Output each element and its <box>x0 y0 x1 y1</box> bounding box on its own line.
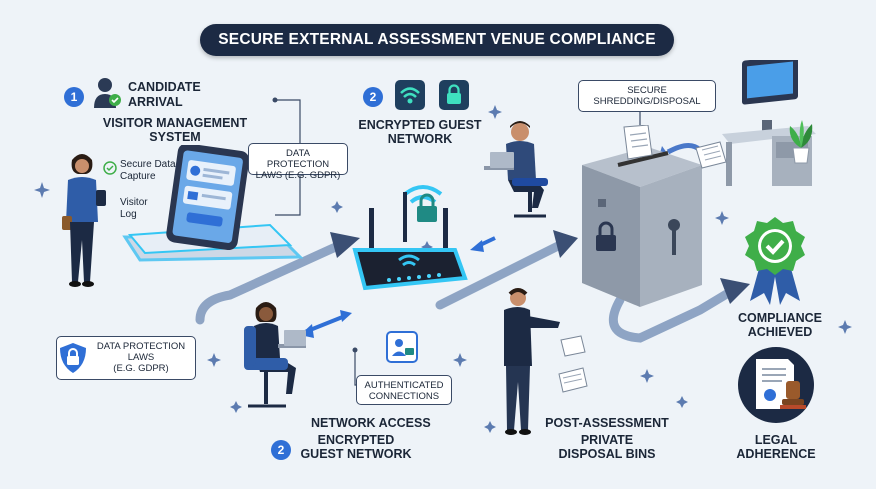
visitor-log-line1: Visitor <box>120 197 148 208</box>
gdpr-callout-left-line1: DATA PROTECTION <box>96 341 186 352</box>
candidate-woman-figure <box>62 154 106 287</box>
shredding-line2: SHREDDING/DISPOSAL <box>593 96 701 107</box>
person-check-icon <box>94 78 121 108</box>
gdpr-callout-top-line2: LAWS (E.G. GDPR) <box>255 170 341 181</box>
falling-papers-icon <box>558 335 588 393</box>
network-access-label: NETWORK ACCESS <box>311 416 431 430</box>
shield-lock-icon <box>60 343 86 373</box>
gdpr-callout-top-line1: DATA PROTECTION <box>266 148 330 170</box>
router-icon <box>352 185 468 291</box>
man-disposing-figure <box>504 288 560 435</box>
stamp-icon <box>780 381 806 409</box>
shredding-callout: SECURE SHREDDING/DISPOSAL <box>578 80 716 112</box>
secure-capture-line2: Capture <box>120 171 156 182</box>
woman-laptop-figure <box>244 302 306 408</box>
step1-label-line1: CANDIDATE <box>128 80 201 94</box>
legal-document-icon <box>738 347 814 423</box>
authenticated-user-icon <box>386 331 418 363</box>
legal-line1: LEGAL <box>754 433 798 447</box>
document-icon <box>623 125 653 160</box>
post-assessment-line3: DISPOSAL BINS <box>558 447 656 461</box>
disposal-bin-icon <box>582 125 702 307</box>
step-number-2-top: 2 <box>363 87 383 107</box>
step2-top-line1: ENCRYPTED GUEST <box>358 118 482 132</box>
post-assessment-line2: PRIVATE <box>580 433 634 447</box>
gdpr-callout-left-line3: (E.G. GDPR) <box>113 363 169 374</box>
step-number-1: 1 <box>64 87 84 107</box>
secure-capture-line1: Secure Data <box>120 159 176 170</box>
tablet-icon <box>122 145 304 262</box>
visitor-system-line2: SYSTEM <box>149 130 201 144</box>
post-assessment-line1: POST-ASSESSMENT <box>545 416 669 430</box>
step2-bottom-line1: ENCRYPTED <box>317 433 395 447</box>
plant-icon <box>789 120 813 164</box>
gdpr-callout-top: DATA PROTECTION LAWS (E.G. GDPR) <box>248 143 348 181</box>
compliance-line2: ACHIEVED <box>747 325 813 339</box>
lock-icon <box>439 80 469 110</box>
visitor-log-line2: Log <box>120 209 137 220</box>
shredding-line1: SECURE <box>627 85 667 96</box>
man-laptop-figure <box>484 121 548 218</box>
gdpr-callout-left-line2: LAWS <box>127 352 155 363</box>
certificate-badge-icon <box>745 217 805 305</box>
page-title: SECURE EXTERNAL ASSESSMENT VENUE COMPLIA… <box>200 24 674 56</box>
visitor-system-line1: VISITOR MANAGEMENT <box>102 116 248 130</box>
wifi-icon <box>395 80 425 110</box>
step-number-2-bottom: 2 <box>271 440 291 460</box>
paper-stack-icon <box>695 141 727 169</box>
check-circle-icon <box>103 161 117 175</box>
compliance-line1: COMPLIANCE <box>737 311 823 325</box>
step1-label-line2: ARRIVAL <box>128 95 183 109</box>
legal-line2: ADHERENCE <box>736 447 816 461</box>
step2-top-line2: NETWORK <box>387 132 453 146</box>
auth-connections-line2: CONNECTIONS <box>368 391 440 402</box>
auth-connections-line1: AUTHENTICATED <box>364 380 444 391</box>
step2-bottom-line2: GUEST NETWORK <box>300 447 412 461</box>
authenticated-connections-callout: AUTHENTICATED CONNECTIONS <box>356 375 452 405</box>
